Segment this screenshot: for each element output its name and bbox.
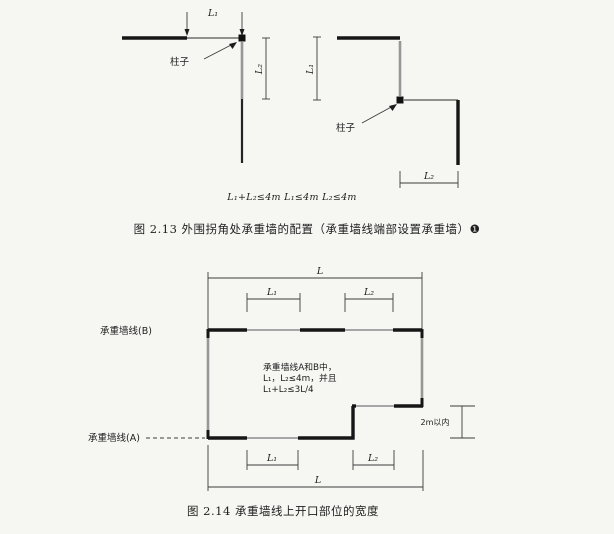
step-height-dimension: 2m以内 bbox=[421, 405, 475, 439]
note-line-3: L₁+L₂≤3L/4 bbox=[263, 385, 314, 395]
top-opening-dimensions: L₁ L₂ bbox=[246, 287, 394, 312]
constraint-equations: L₁+L₂≤4m L₁≤4m L₂≤4m bbox=[226, 192, 357, 203]
dim-label-l1: L₁ bbox=[266, 287, 277, 298]
dim-label-l1: L₁ bbox=[266, 453, 277, 464]
leader-arrow-icon bbox=[389, 104, 397, 111]
wall-line-a-label: 承重墙线(A) bbox=[88, 432, 140, 444]
dim-label-l1: L₁ bbox=[207, 8, 218, 19]
down-arrow-icon bbox=[184, 29, 190, 36]
column-callout-label: 柱子 bbox=[336, 122, 356, 134]
leader-line bbox=[203, 43, 234, 60]
dim-label-l1: L₁ bbox=[305, 64, 316, 75]
bottom-opening-dimensions: L₁ L₂ bbox=[246, 450, 395, 470]
column-callout-label: 柱子 bbox=[170, 56, 190, 68]
leader-arrow-icon bbox=[229, 42, 237, 49]
dim-label-l2: L₂ bbox=[363, 287, 374, 298]
note-line-2: L₁，L₂≤4m，并且 bbox=[263, 372, 337, 384]
column-marker bbox=[238, 34, 246, 42]
plan-note: 承重墙线A和B中， L₁，L₂≤4m，并且 L₁+L₂≤3L/4 bbox=[263, 361, 337, 395]
figure-2-13-diagram: L₁ L₂ 柱子 L₁ 柱子 bbox=[122, 8, 460, 203]
step-height-label: 2m以内 bbox=[421, 417, 450, 427]
dim-label-l2: L₂ bbox=[254, 64, 265, 75]
top-total-dimension: L bbox=[207, 266, 423, 330]
dim-label-l2: L₂ bbox=[367, 453, 378, 464]
leader-line bbox=[361, 105, 394, 124]
dim-label-total: L bbox=[314, 475, 321, 486]
down-arrow-icon bbox=[239, 29, 245, 36]
wall-line-b-label: 承重墙线(B) bbox=[100, 325, 152, 337]
bottom-total-dimension: L bbox=[207, 445, 424, 491]
figure-2-14-diagram: L L₁ L₂ bbox=[88, 266, 475, 491]
dim-label-l2: L₂ bbox=[423, 171, 434, 182]
floor-plan-outline bbox=[206, 328, 424, 440]
right-corner-diagram: L₁ 柱子 L₂ bbox=[305, 36, 460, 188]
note-line-1: 承重墙线A和B中， bbox=[263, 361, 337, 373]
dim-label-total: L bbox=[316, 266, 323, 277]
figure-2-13-caption: 图 2.13 外围拐角处承重墙的配置（承重墙线端部设置承重墙）❶ bbox=[133, 222, 481, 236]
left-corner-diagram: L₁ L₂ 柱子 bbox=[122, 8, 270, 163]
column-marker bbox=[396, 96, 404, 104]
figure-2-14-caption: 图 2.14 承重墙线上开口部位的宽度 bbox=[187, 504, 379, 518]
